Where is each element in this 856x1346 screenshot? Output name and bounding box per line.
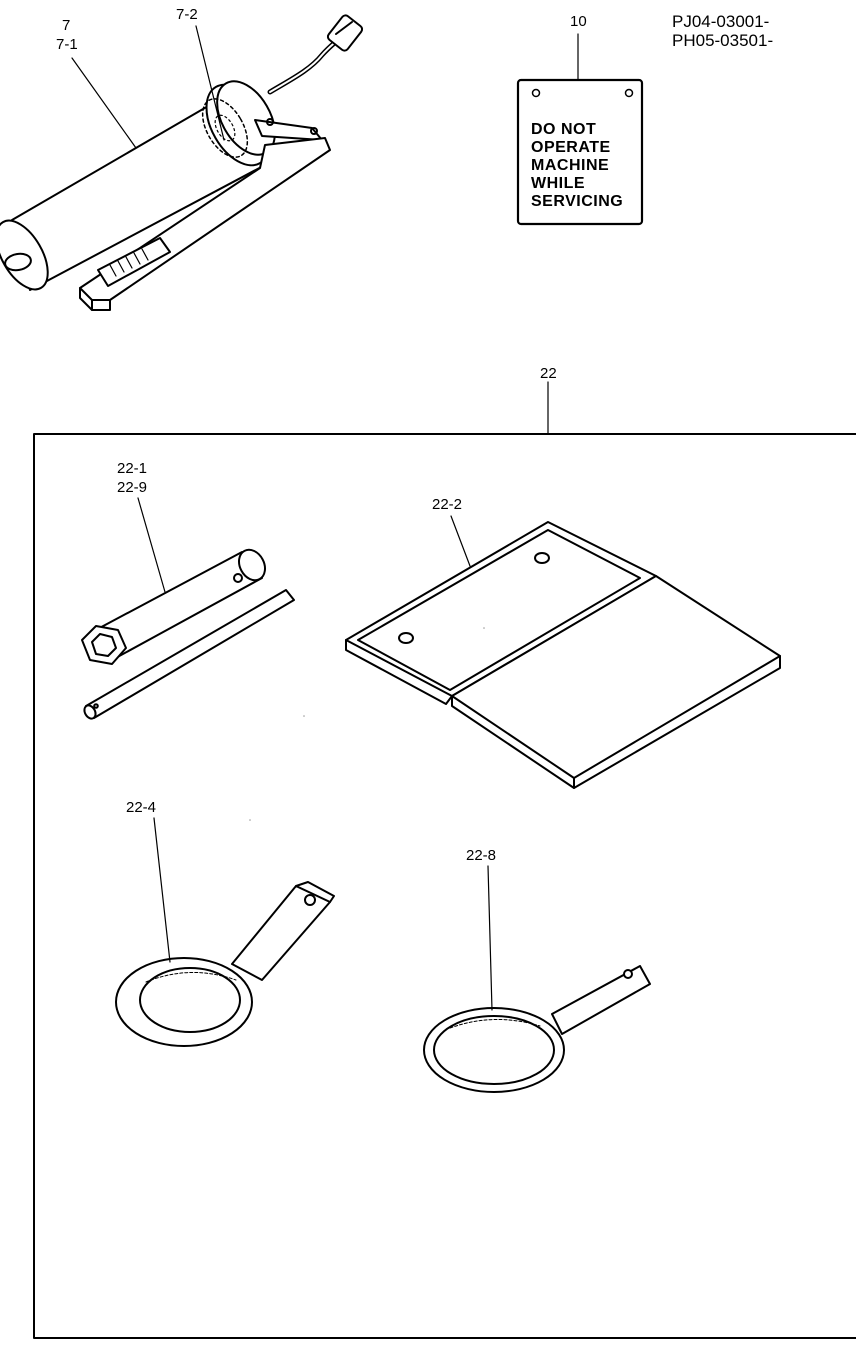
callout-7-1: 7-1: [56, 36, 78, 53]
sign-line-5: SERVICING: [531, 193, 624, 210]
speck: [249, 819, 251, 821]
leader-22-8: [487, 865, 493, 1011]
tag-hole-left: [531, 88, 541, 98]
callout-7: 7: [62, 17, 71, 34]
sign-line-3: MACHINE: [531, 157, 610, 174]
leader-7-1: [71, 57, 137, 149]
speck: [303, 715, 305, 717]
leader-7-2: [195, 25, 225, 141]
tommy-bar-illustration: [83, 589, 295, 720]
callout-7-2: 7-2: [176, 6, 198, 23]
leader-22-4: [153, 817, 171, 963]
grease-gun-illustration: [0, 14, 364, 311]
callout-22: 22: [540, 365, 557, 382]
filter-wrench-small-illustration: [423, 965, 651, 1093]
tool-tray-illustration: [345, 521, 781, 789]
serial-range-line-2: PH05-03501-: [672, 31, 774, 50]
speck: [483, 627, 485, 629]
warning-tag: [516, 78, 644, 226]
callout-22-1: 22-1: [117, 460, 148, 477]
callout-22-8: 22-8: [466, 847, 497, 864]
sign-line-2: OPERATE: [531, 139, 611, 156]
leader-22-1: [137, 497, 166, 593]
sign-line-4: WHILE: [531, 175, 586, 192]
sign-line-1: DO NOT: [531, 121, 597, 138]
callout-22-2: 22-2: [432, 496, 463, 513]
callout-22-9: 22-9: [117, 479, 148, 496]
filter-wrench-large-illustration: [115, 881, 335, 1047]
box-wrench-illustration: [81, 548, 266, 665]
serial-range-line-1: PJ04-03001-: [672, 12, 770, 31]
tag-hole-right: [624, 88, 634, 98]
callout-10: 10: [570, 13, 587, 30]
callout-22-4: 22-4: [126, 799, 157, 816]
leader-22-2: [450, 515, 471, 567]
tool-kit-frame: [33, 433, 856, 1339]
